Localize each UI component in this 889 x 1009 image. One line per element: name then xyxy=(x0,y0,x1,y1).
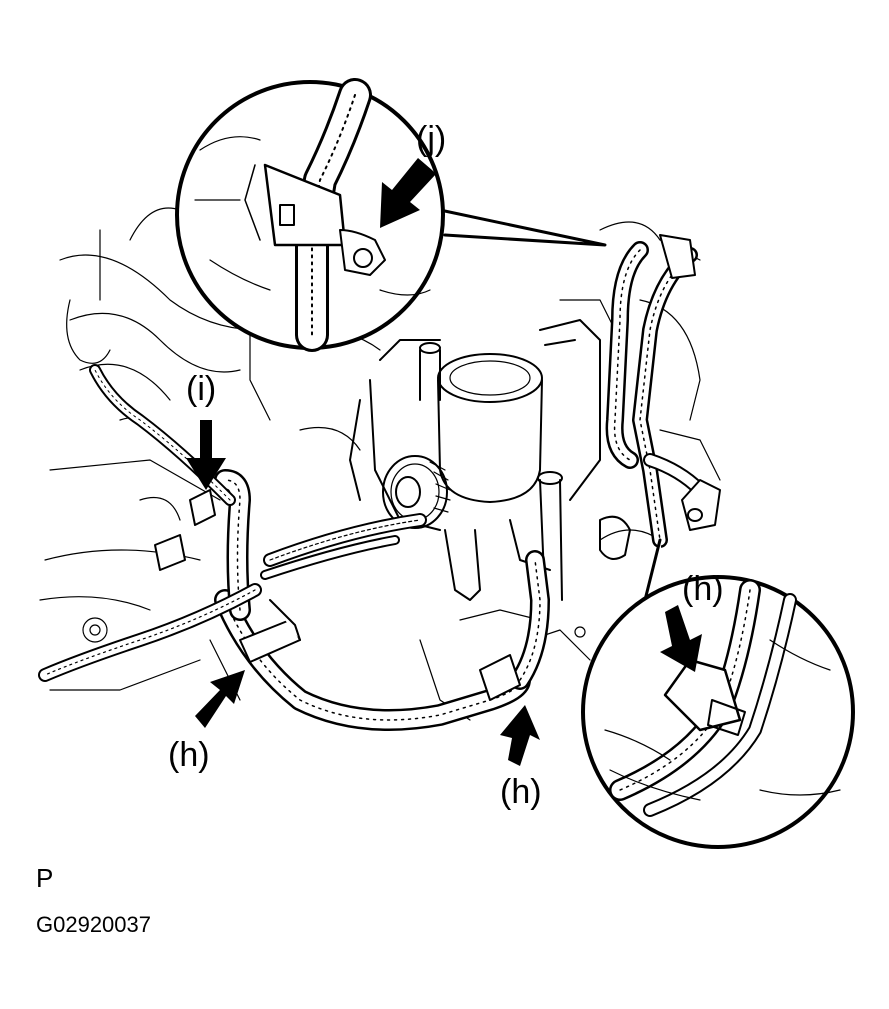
throttle-body xyxy=(349,319,631,601)
callout-label-j: (j) xyxy=(416,120,447,158)
figure-code: G02920037 xyxy=(36,912,151,937)
callout-label-h-detail: (h) xyxy=(682,570,724,608)
harness-clamps xyxy=(154,234,721,701)
arrow-j xyxy=(380,158,436,228)
detail-circle-h xyxy=(581,538,855,849)
callout-label-h-right: (h) xyxy=(500,773,542,811)
arrow-h-detail xyxy=(660,605,702,672)
callout-label-i: (i) xyxy=(186,370,217,408)
arrow-i xyxy=(186,420,226,490)
arrow-h-right xyxy=(500,705,540,766)
detail-circle-j xyxy=(175,78,607,352)
view-letter: P xyxy=(36,863,54,893)
arrow-h-left xyxy=(195,670,245,728)
callout-label-h-left: (h) xyxy=(168,736,210,774)
